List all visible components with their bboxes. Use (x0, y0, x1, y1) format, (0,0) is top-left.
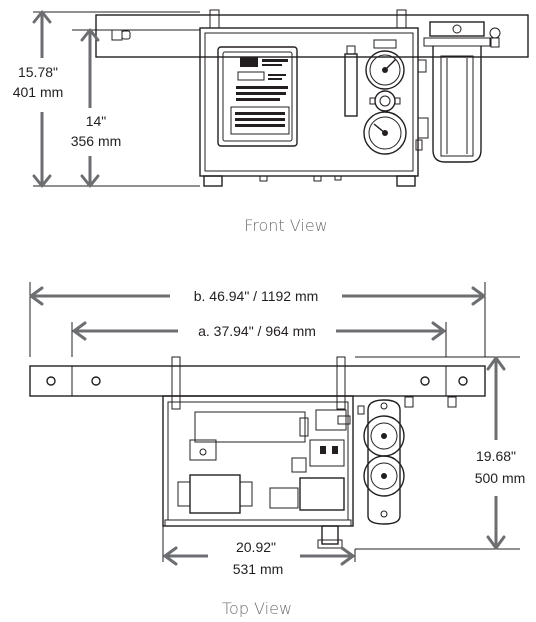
width-overall-label: b. 46.94" / 1192 mm (194, 288, 319, 304)
depth-dimension (355, 356, 520, 550)
pressure-gauge-bottom (363, 111, 407, 155)
bar-bolt-left (111, 29, 131, 41)
height-overall-metric: 401 mm (13, 84, 64, 100)
depth-imperial: 19.68" (476, 448, 516, 464)
top-mounting-bar (29, 365, 486, 397)
mounting-hole-1 (46, 376, 56, 386)
foot-right (396, 175, 416, 187)
mounting-hole-3 (420, 376, 430, 386)
top-strap-left (171, 356, 181, 410)
strap-left (209, 9, 220, 29)
cabinet-width-imperial: 20.92" (236, 539, 276, 555)
bottom-fittings (259, 175, 342, 182)
bottom-valve (321, 525, 339, 545)
top-view-caption: Top View (222, 599, 292, 618)
prefilter-top (363, 399, 405, 525)
flow-meter (344, 45, 358, 117)
control-panel (217, 46, 298, 147)
side-fittings (415, 59, 429, 151)
front-cabinet (199, 27, 419, 177)
depth-metric: 500 mm (475, 470, 526, 486)
pump-motor (189, 474, 241, 514)
height-overall-imperial: 15.78" (18, 64, 58, 80)
height-cabinet-metric: 356 mm (71, 133, 122, 149)
height-cabinet-dimension (72, 28, 200, 188)
valve-knob (369, 90, 401, 112)
front-view-caption: Front View (244, 216, 328, 235)
front-view: 15.78" 401 mm 14" 356 mm Front View (13, 9, 529, 235)
height-overall-dimension (32, 10, 200, 188)
width-holes-dimension (71, 321, 447, 357)
cabinet-width-metric: 531 mm (233, 561, 284, 577)
mounting-hole-2 (91, 376, 101, 386)
foot-left (203, 175, 223, 187)
width-holes-label: a. 37.94" / 964 mm (198, 323, 316, 339)
cabinet-width-dimension (162, 526, 356, 566)
top-strap-right (336, 356, 346, 410)
strap-right (396, 9, 407, 29)
bar-bolt-right (489, 27, 501, 48)
warning-label (230, 106, 290, 135)
pressure-gauge-top (365, 39, 405, 90)
height-cabinet-imperial: 14" (86, 113, 107, 129)
internal-components (177, 409, 351, 514)
top-view: b. 46.94" / 1192 mm a. 37.94" / 964 mm (29, 282, 526, 618)
display-screen (237, 71, 265, 81)
top-cabinet (162, 395, 354, 527)
prefilter-housing (423, 21, 491, 163)
width-overall-dimension (29, 282, 486, 357)
mounting-hole-4 (458, 376, 468, 386)
membrane-housing (194, 411, 306, 443)
cabinet-inner-border (204, 32, 414, 172)
